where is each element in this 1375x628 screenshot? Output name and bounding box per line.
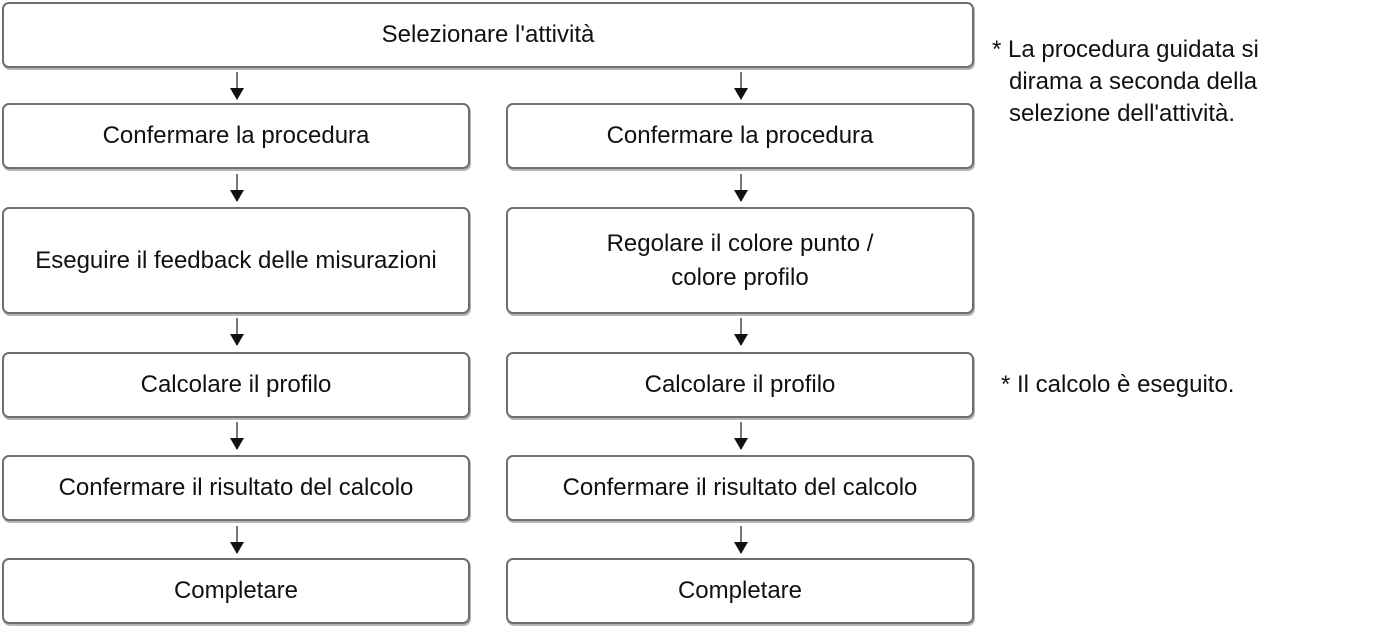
right-step-calculate-profile-label: Calcolare il profilo xyxy=(644,371,836,398)
right-step-confirm-result-label: Confermare il risultato del calcolo xyxy=(562,474,918,501)
left-step-confirm-procedure: Confermare la procedura xyxy=(2,103,470,169)
right-step-confirm-procedure: Confermare la procedura xyxy=(506,103,974,169)
right-step-complete: Completare xyxy=(506,558,974,624)
arrow-down-icon xyxy=(230,318,244,348)
right-step-adjust-color: Regolare il colore punto / colore profil… xyxy=(506,207,974,314)
left-step-calculate-profile: Calcolare il profilo xyxy=(2,352,470,418)
left-step-measurement-feedback-label: Eseguire il feedback delle misurazioni xyxy=(35,246,437,274)
arrow-down-icon xyxy=(734,318,748,348)
right-step-confirm-procedure-label: Confermare la procedura xyxy=(606,122,874,149)
arrow-down-icon xyxy=(230,72,244,102)
right-step-calculate-profile: Calcolare il profilo xyxy=(506,352,974,418)
left-step-complete: Completare xyxy=(2,558,470,624)
calc-note-text: * Il calcolo è eseguito. xyxy=(1001,371,1235,398)
step-select-activity-label: Selezionare l'attività xyxy=(381,21,595,48)
branch-note: * La procedura guidata si dirama a secon… xyxy=(992,34,1259,130)
left-step-confirm-result-label: Confermare il risultato del calcolo xyxy=(58,474,414,501)
left-step-measurement-feedback: Eseguire il feedback delle misurazioni xyxy=(2,207,470,314)
arrow-down-icon xyxy=(230,422,244,452)
left-step-complete-label: Completare xyxy=(173,577,299,604)
branch-note-line2: dirama a seconda della xyxy=(1009,68,1258,95)
arrow-down-icon xyxy=(734,174,748,204)
branch-note-line1: * La procedura guidata si xyxy=(992,36,1259,63)
branch-note-line3: selezione dell'attività. xyxy=(1009,100,1236,127)
arrow-down-icon xyxy=(734,526,748,556)
arrow-down-icon xyxy=(734,422,748,452)
left-step-calculate-profile-label: Calcolare il profilo xyxy=(140,371,332,398)
arrow-down-icon xyxy=(230,174,244,204)
right-step-adjust-color-label-line1: Regolare il colore punto / xyxy=(606,229,874,257)
step-select-activity: Selezionare l'attività xyxy=(2,2,974,68)
calc-note: * Il calcolo è eseguito. xyxy=(1001,369,1234,401)
left-step-confirm-procedure-label: Confermare la procedura xyxy=(102,122,370,149)
left-step-confirm-result: Confermare il risultato del calcolo xyxy=(2,455,470,521)
right-step-complete-label: Completare xyxy=(677,577,803,604)
arrow-down-icon xyxy=(734,72,748,102)
arrow-down-icon xyxy=(230,526,244,556)
right-step-confirm-result: Confermare il risultato del calcolo xyxy=(506,455,974,521)
right-step-adjust-color-label-line2: colore profilo xyxy=(671,263,809,291)
